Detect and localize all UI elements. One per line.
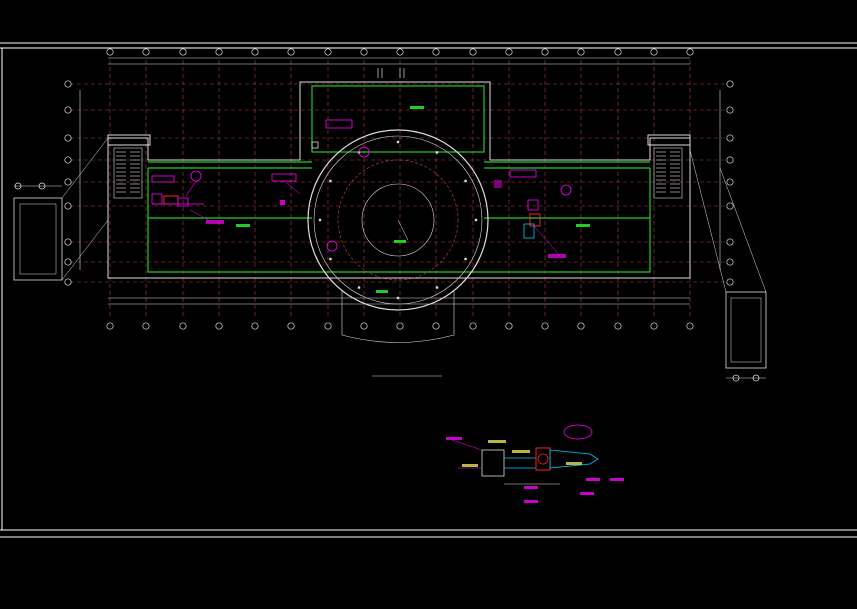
axis-bubbles-top — [106, 48, 694, 56]
axis-bubble — [650, 322, 658, 330]
axis-bubble — [324, 322, 332, 330]
axis-bubble — [505, 322, 513, 330]
axis-bubble — [396, 48, 404, 56]
axis-bubble — [469, 48, 477, 56]
rotunda-column — [396, 140, 400, 144]
rotunda-column — [474, 218, 478, 222]
axis-bubble — [650, 48, 658, 56]
axis-bubbles-left — [64, 80, 72, 286]
axis-bubble — [64, 80, 72, 88]
axis-bubble — [432, 322, 440, 330]
axis-grid-vertical — [109, 60, 691, 318]
axis-bubble — [686, 322, 694, 330]
axis-bubble — [726, 106, 734, 114]
rotunda-column — [357, 286, 361, 289]
axis-bubble — [432, 48, 440, 56]
rotunda-column — [329, 257, 332, 261]
axis-bubble — [324, 48, 332, 56]
axis-bubble — [106, 322, 114, 330]
axis-bubble — [726, 258, 734, 266]
left-detail — [13, 137, 109, 281]
axis-bubble — [541, 48, 549, 56]
rotunda — [307, 129, 489, 343]
right-detail — [689, 149, 767, 382]
axis-bubbles-bottom — [106, 322, 694, 330]
axis-bubble — [179, 48, 187, 56]
section-detail — [446, 424, 624, 503]
room-tags — [236, 106, 590, 293]
axis-bubble — [726, 278, 734, 286]
axis-bubble — [577, 322, 585, 330]
rotunda-column — [318, 218, 322, 222]
axis-bubble — [726, 238, 734, 246]
sheet-frame — [0, 42, 857, 538]
axis-bubble — [726, 202, 734, 210]
rotunda-column — [396, 296, 400, 300]
axis-bubble — [64, 156, 72, 164]
axis-bubble — [64, 134, 72, 142]
axis-bubble — [251, 48, 259, 56]
rotunda-column — [464, 179, 467, 183]
axis-bubble — [726, 80, 734, 88]
axis-bubble — [505, 48, 513, 56]
axis-bubble — [64, 278, 72, 286]
equipment-left — [151, 170, 301, 224]
axis-bubble — [64, 238, 72, 246]
axis-bubble — [686, 48, 694, 56]
equipment-core-top — [311, 119, 370, 252]
axis-bubble — [179, 322, 187, 330]
axis-bubble — [215, 322, 223, 330]
rotunda-column — [464, 257, 467, 261]
axis-bubble — [142, 322, 150, 330]
wall-green — [147, 85, 651, 273]
rotunda-column — [435, 286, 439, 289]
skylight — [377, 68, 405, 78]
axis-bubble — [64, 258, 72, 266]
rotunda-column — [435, 151, 439, 154]
axis-bubble — [287, 322, 295, 330]
axis-bubble — [251, 322, 259, 330]
building-outline — [107, 81, 691, 279]
axis-bubble — [360, 48, 368, 56]
axis-bubble — [64, 178, 72, 186]
axis-bubble — [64, 106, 72, 114]
axis-bubble — [614, 48, 622, 56]
axis-bubble — [64, 202, 72, 210]
rotunda-column — [329, 179, 332, 183]
axis-bubble — [469, 322, 477, 330]
axis-bubble — [287, 48, 295, 56]
axis-bubble — [726, 134, 734, 142]
axis-bubble — [396, 322, 404, 330]
axis-bubble — [106, 48, 114, 56]
axis-bubble — [577, 48, 585, 56]
stair-left — [113, 147, 143, 199]
axis-bubble — [726, 178, 734, 186]
axis-bubble — [215, 48, 223, 56]
axis-bubble — [614, 322, 622, 330]
axis-grid-horizontal — [70, 83, 728, 283]
stair-right — [653, 147, 683, 199]
axis-bubble — [541, 322, 549, 330]
axis-bubble — [360, 322, 368, 330]
equipment-right — [494, 169, 572, 258]
axis-bubble — [142, 48, 150, 56]
axis-bubbles-right — [726, 80, 734, 286]
axis-bubble — [726, 156, 734, 164]
